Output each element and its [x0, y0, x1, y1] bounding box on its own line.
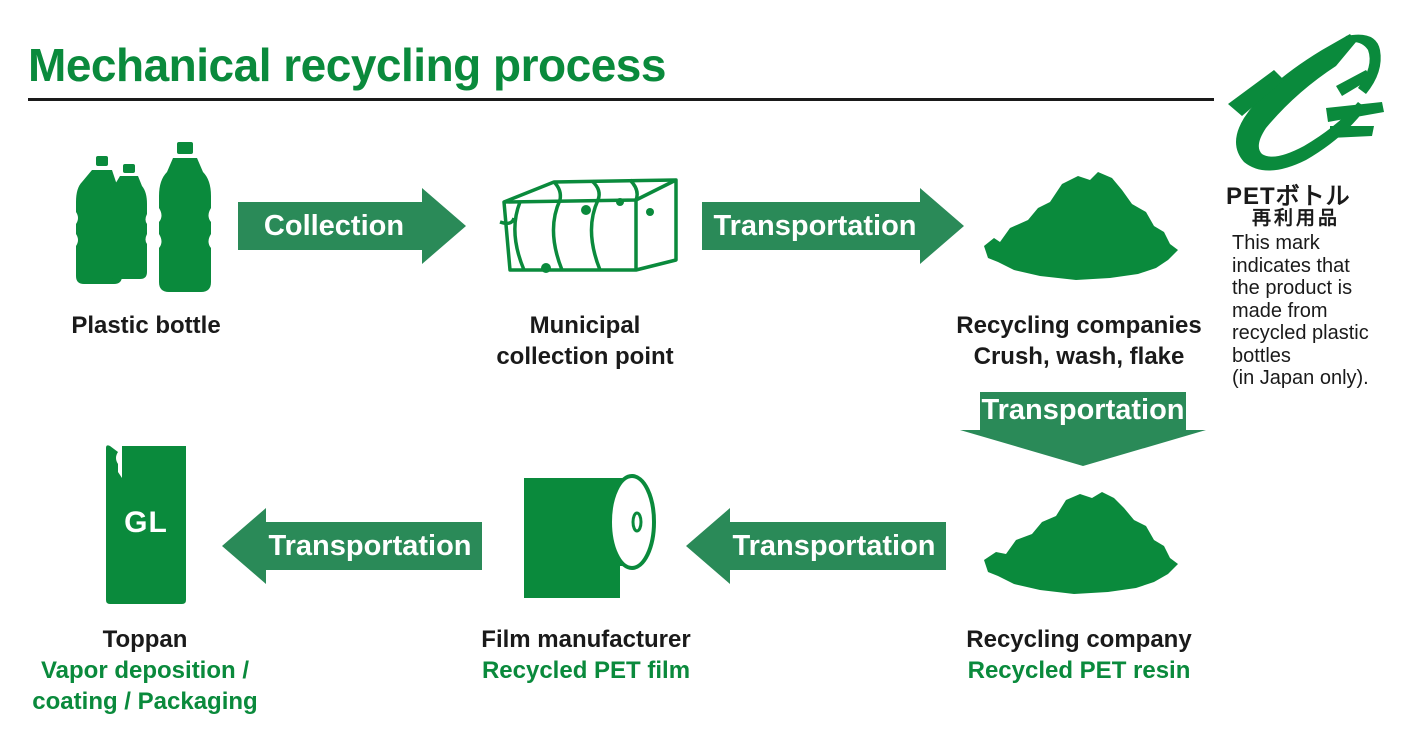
pouch-icon: GL: [104, 444, 188, 604]
pet-recycle-mark-icon: [1228, 34, 1384, 171]
arrow-collection: Collection: [238, 188, 466, 264]
film-roll-icon: [524, 474, 656, 598]
caption-toppan: Toppan Vapor deposition / coating / Pack…: [32, 626, 258, 715]
mark-label-line1: PETボトル: [1226, 183, 1351, 210]
arrow-transportation-2: Transportation: [686, 508, 946, 584]
flakes-pile-icon: [984, 172, 1178, 280]
arrow-transportation-3: Transportation: [222, 508, 482, 584]
bale-icon: [499, 178, 678, 273]
arrow-label-transportation-2: Transportation: [732, 529, 936, 562]
page-title: Mechanical recycling process: [28, 39, 666, 91]
mark-note: This mark indicates that the product is …: [1232, 232, 1369, 389]
arrow-label-collection: Collection: [263, 209, 405, 242]
bottles-icon: [76, 142, 211, 292]
arrow-transportation-1: Transportation: [702, 188, 964, 264]
caption-recycling-companies: Recycling companies Crush, wash, flake: [956, 312, 1202, 370]
arrow-transportation-down: Transportation: [960, 388, 1206, 466]
caption-recycling-company: Recycling company Recycled PET resin: [966, 626, 1192, 684]
caption-municipal: Municipal collection point: [496, 312, 674, 370]
arrow-label-transportation-1: Transportation: [713, 209, 917, 242]
title-divider: [28, 98, 1214, 101]
pouch-text: GL: [124, 506, 168, 539]
arrow-label-transportation-3: Transportation: [268, 529, 472, 562]
caption-film-manufacturer: Film manufacturer Recycled PET film: [481, 626, 691, 684]
caption-plastic-bottle: Plastic bottle: [71, 312, 221, 339]
mark-label-line2: 再利用品: [1252, 208, 1341, 229]
resin-pile-icon: [984, 492, 1178, 594]
arrow-label-transportation-down: Transportation: [981, 394, 1185, 426]
